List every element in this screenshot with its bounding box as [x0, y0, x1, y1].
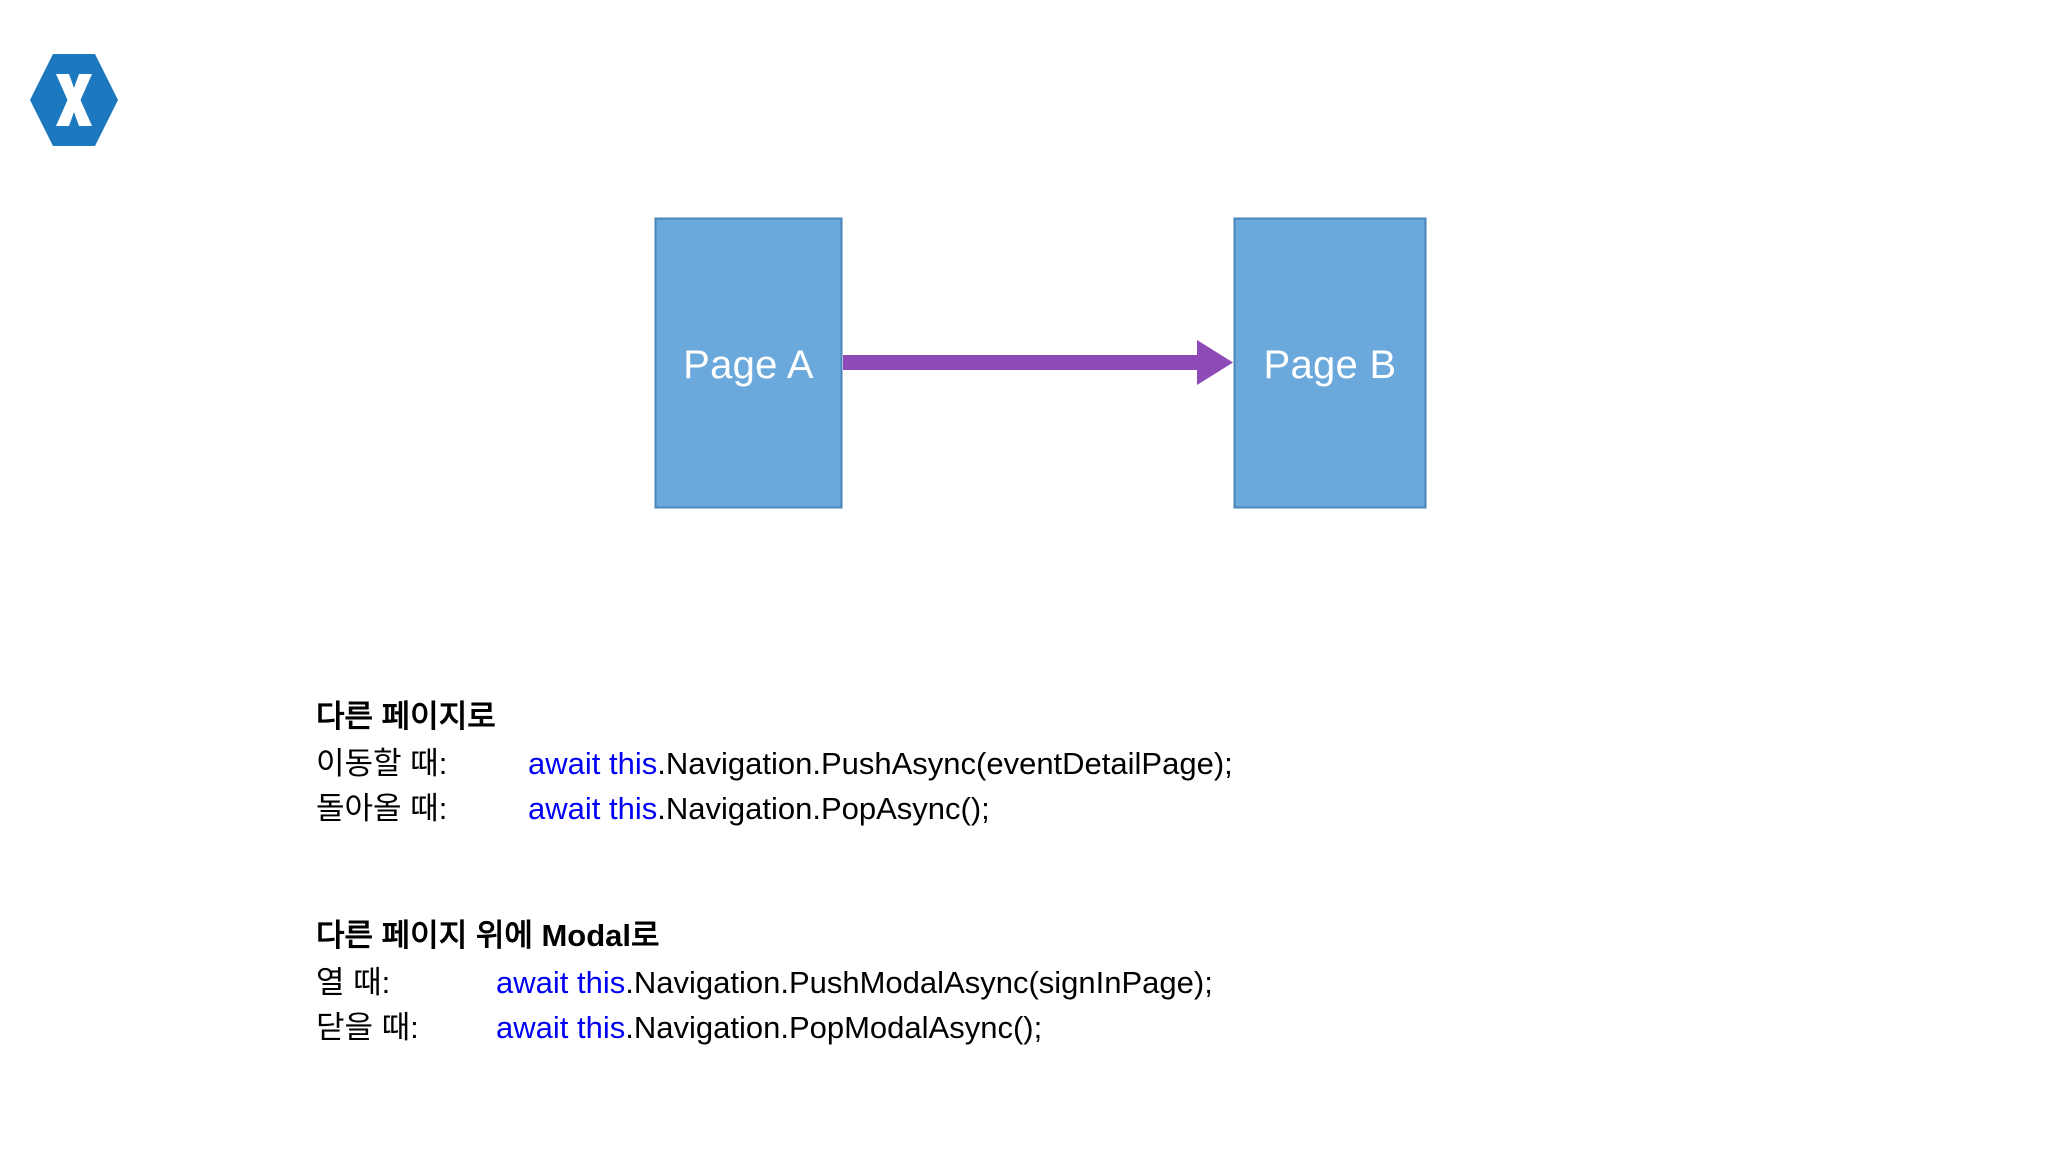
page-a-label: Page A [683, 343, 814, 387]
code-row-pop-modal: 닫을 때: await this.Navigation.PopModalAsyn… [316, 1005, 1213, 1050]
code-body-push: .Navigation.PushAsync(eventDetailPage); [657, 746, 1233, 781]
code-body-pop: .Navigation.PopAsync(); [657, 791, 990, 826]
section-push-navigation: 다른 페이지로 이동할 때: await this.Navigation.Pus… [316, 694, 1233, 831]
code-snippet-pop-modal: await this.Navigation.PopModalAsync(); [496, 1005, 1042, 1050]
code-body-push-modal: .Navigation.PushModalAsync(signInPage); [625, 965, 1213, 1000]
code-row-push: 이동할 때: await this.Navigation.PushAsync(e… [316, 741, 1233, 786]
xamarin-logo-svg [30, 54, 118, 146]
code-snippet-push: await this.Navigation.PushAsync(eventDet… [528, 741, 1233, 786]
code-body-pop-modal: .Navigation.PopModalAsync(); [625, 1010, 1043, 1045]
code-label-pop: 돌아올 때: [316, 791, 448, 826]
code-row-push-modal: 열 때: await this.Navigation.PushModalAsyn… [316, 960, 1213, 1005]
section-modal-heading: 다른 페이지 위에 Modal로 [316, 918, 660, 953]
code-row-pop: 돌아올 때: await this.Navigation.PopAsync(); [316, 786, 1233, 831]
code-keyword-await-this: await this [496, 965, 626, 1000]
code-label-close: 닫을 때: [316, 1010, 419, 1045]
page-b-label: Page B [1263, 343, 1397, 387]
code-keyword-await-this: await this [528, 746, 658, 781]
code-snippet-push-modal: await this.Navigation.PushModalAsync(sig… [496, 960, 1213, 1005]
section-modal-navigation: 다른 페이지 위에 Modal로 열 때: await this.Navigat… [316, 913, 1213, 1050]
code-keyword-await-this: await this [528, 791, 658, 826]
section-push-heading: 다른 페이지로 [316, 699, 496, 734]
xamarin-logo [28, 52, 120, 148]
x-letter-glyph [56, 74, 92, 126]
code-keyword-await-this: await this [496, 1010, 626, 1045]
navigation-arrow [843, 340, 1233, 385]
code-label-open: 열 때: [316, 965, 391, 1000]
code-snippet-pop: await this.Navigation.PopAsync(); [528, 786, 990, 831]
code-label-push: 이동할 때: [316, 746, 448, 781]
